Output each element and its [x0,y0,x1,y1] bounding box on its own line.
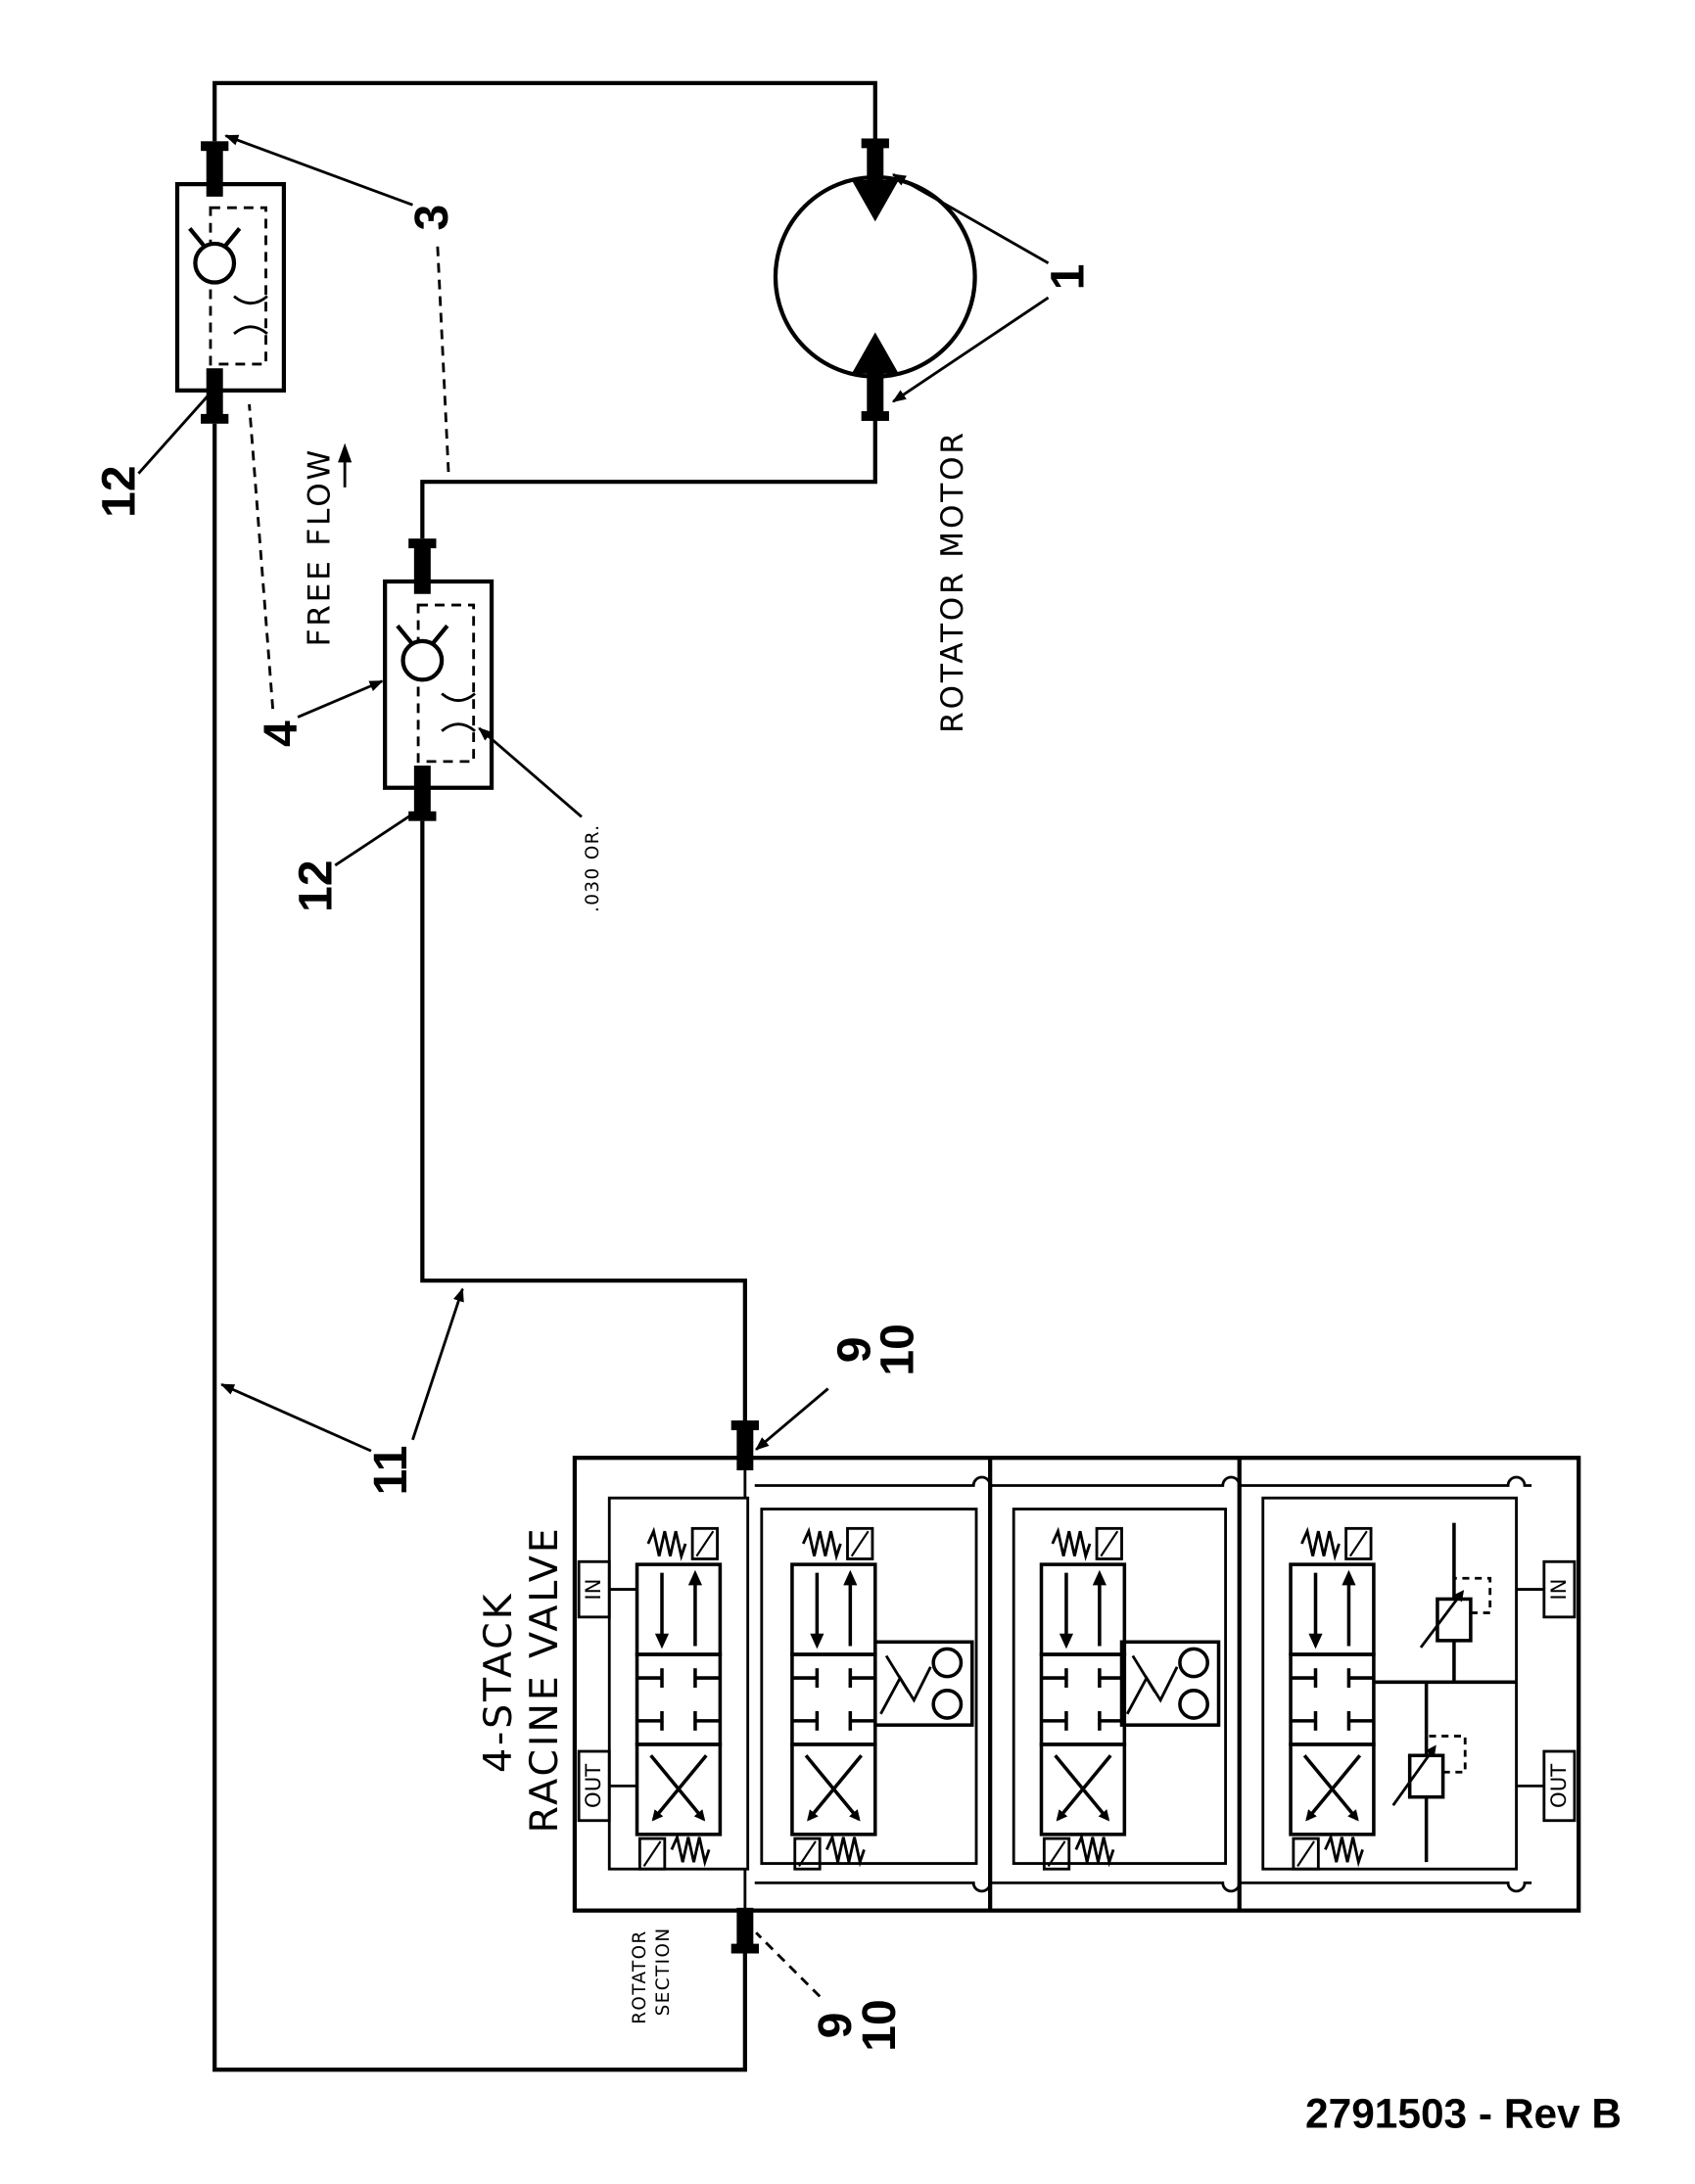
valve-fitting-inlet [736,1425,754,1470]
callout-3: 3 [405,205,458,231]
orifice-label: .030 OR. [583,824,603,912]
port-in-right-label: IN [1547,1578,1572,1600]
leader-4-b [297,679,384,719]
free-flow-label: FREE FLOW [303,447,338,647]
motor-arrow-in [851,179,899,222]
port-in-left-label: IN [582,1578,606,1600]
valve-fitting-inlet-nut [730,1420,759,1430]
racine-valve [572,1420,1581,1954]
return-line [212,80,877,142]
port-out-right-label: OUT [1547,1763,1572,1808]
section-3-gallery [1012,1508,1227,1865]
leader-1-a [891,173,1050,264]
rotator-section-line1: ROTATOR [630,1929,650,2024]
leader-11-b [411,1287,464,1441]
callout-9-upper: 9 [828,1337,881,1364]
tank-gallery [754,1881,1532,1893]
valve-body [572,1456,1581,1913]
spool-section-1 [637,1528,721,1869]
motor-fitting-bottom-nut [861,411,889,421]
hydraulic-lines [212,80,877,2072]
callout-1: 1 [1041,264,1094,291]
leader-11-a [219,1382,372,1453]
spool-section-3 [1041,1528,1124,1869]
free-flow-arrowhead [338,442,353,463]
return-line-lower [212,423,747,2072]
motor-fitting-top [867,144,884,186]
leader-4-a [248,403,275,710]
section-2-gallery [760,1508,978,1865]
check-valve-to-valve-line [420,820,747,1421]
callout-10-lower: 10 [853,1999,906,2051]
drawing-number: 2791503 - Rev B [1305,2091,1622,2137]
callout-4: 4 [255,720,307,747]
valve-title-line1: 4-STACK [476,1592,521,1773]
spool-section-2 [792,1528,875,1869]
leader-12-upper [137,395,210,475]
callout-10-upper: 10 [871,1324,923,1375]
leader-3-a [224,134,413,207]
valve-fitting-outlet-nut [730,1943,759,1954]
leader-3-b [436,246,450,477]
pressure-gallery [754,1475,1532,1487]
motor-fitting-bottom [867,371,884,416]
callout-12-lower: 12 [289,860,342,911]
port-out-left-label: OUT [582,1763,606,1808]
leader-9-10-upper [755,1387,829,1451]
relief-valves-section-4 [1373,1522,1517,1863]
check-valve-lower [385,538,492,821]
leader-orifice [478,726,583,818]
callout-9-lower: 9 [809,2013,862,2039]
rotator-section-line2: SECTION [653,1927,674,2016]
valve-title-line2: RACINE VALVE [522,1525,567,1833]
rotator-motor [773,138,977,421]
load-check-section-2 [873,1640,974,1727]
load-check-section-3 [1119,1640,1221,1727]
labels: ROTATOR MOTOR FREE FLOW .030 OR. 4-STACK… [93,205,1572,2052]
check-valve-upper [177,141,284,424]
leader-9-10-lower [755,1931,822,1998]
leader-12-lower [334,813,414,867]
motor-arrow-out [851,332,899,374]
motor-fitting-top-nut [861,138,889,149]
leader-1-b [891,296,1050,403]
section-1-gallery [607,1496,750,1871]
spool-section-4 [1291,1528,1374,1869]
motor-to-check-valve-line [420,418,877,539]
motor-label: ROTATOR MOTOR [935,430,970,733]
valve-fitting-outlet [736,1907,754,1950]
callout-11: 11 [364,1446,417,1496]
callout-12-upper: 12 [93,465,146,517]
leader-lines [137,134,1050,1998]
